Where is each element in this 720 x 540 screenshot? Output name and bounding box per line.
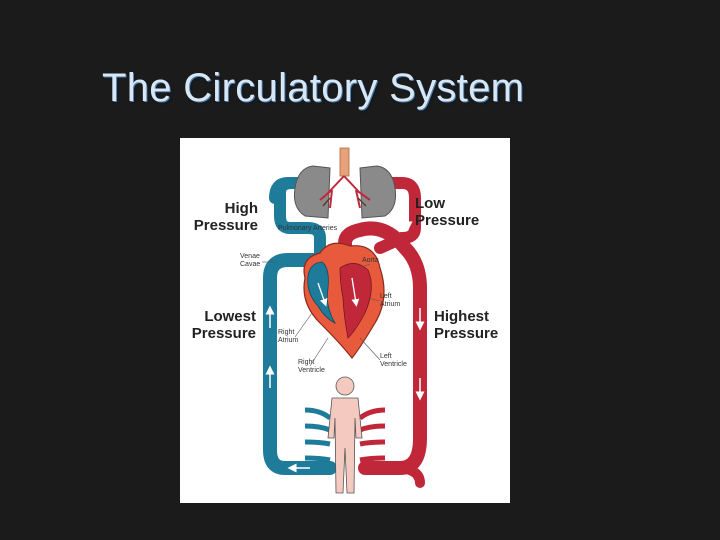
label-right-atrium-line1: Right: [278, 329, 294, 336]
oxygenated-flow-arrows: [403, 208, 425, 401]
highest-pressure-line2: Pressure: [434, 325, 498, 342]
low-pressure-line1: Low: [415, 195, 445, 212]
highest-pressure-line1: Highest: [434, 308, 489, 325]
label-left-ventricle-line2: Ventricle: [380, 361, 407, 368]
slide-title: The Circulatory System: [102, 66, 525, 110]
label-venae-cavae-line2: Cavae: [240, 261, 260, 268]
label-left-ventricle-line1: Left: [380, 353, 392, 360]
label-right-ventricle-line1: Right: [298, 359, 314, 366]
circulatory-diagram: High Pressure Low Pressure Lowest Pressu…: [180, 138, 510, 503]
label-aorta: Aorta: [362, 257, 379, 264]
label-right-atrium-line2: Atrium: [278, 337, 298, 344]
high-pressure-line2: Pressure: [194, 217, 258, 234]
high-pressure-line1: High: [225, 200, 258, 217]
body-figure: [304, 376, 386, 494]
deoxygenated-vessels: [263, 177, 337, 475]
low-pressure-line2: Pressure: [415, 212, 479, 229]
lowest-pressure-line1: Lowest: [204, 308, 256, 325]
leader-lines: [262, 261, 381, 367]
label-venae-cavae-line1: Venae: [240, 253, 260, 260]
label-highest-pressure: Highest Pressure: [434, 308, 498, 342]
oxygenated-vessels: [338, 177, 427, 488]
heart: [303, 242, 385, 359]
label-low-pressure: Low Pressure: [415, 195, 479, 229]
label-right-ventricle-line2: Ventricle: [298, 367, 325, 374]
circulatory-diagram-svg: High Pressure Low Pressure Lowest Pressu…: [192, 147, 498, 494]
lowest-pressure-line2: Pressure: [192, 325, 256, 342]
lungs: [294, 147, 396, 219]
label-left-atrium-line1: Left: [380, 293, 392, 300]
label-left-atrium-line2: Atrium: [380, 301, 400, 308]
deoxygenated-flow-arrows: [265, 305, 310, 473]
label-high-pressure: High Pressure: [194, 200, 258, 234]
label-pulmonary-arteries: Pulmonary Arteries: [278, 225, 338, 232]
label-lowest-pressure: Lowest Pressure: [192, 308, 256, 342]
